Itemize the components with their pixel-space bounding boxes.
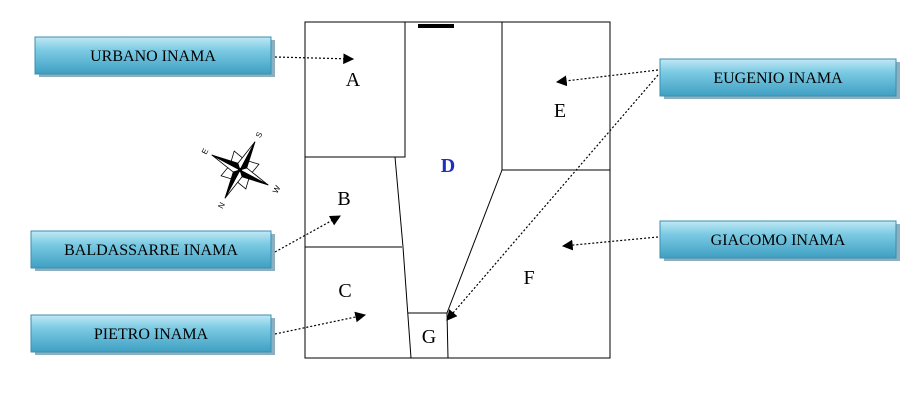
arrow-urbano-to-a bbox=[274, 53, 355, 65]
boundary-c-d bbox=[402, 246, 412, 359]
compass-rose-icon: E S W N bbox=[200, 130, 283, 211]
owner-name-pietro: PIETRO INAMA bbox=[94, 326, 209, 343]
owner-name-eugenio: EUGENIO INAMA bbox=[713, 70, 843, 87]
owner-label-baldassarre: BALDASSARRE INAMA bbox=[30, 230, 275, 271]
compass-label-s: S bbox=[254, 130, 264, 139]
arrow-pietro-to-c bbox=[274, 311, 367, 335]
owner-label-eugenio: EUGENIO INAMA bbox=[659, 58, 900, 99]
owner-name-giacomo: GIACOMO INAMA bbox=[711, 232, 846, 249]
owner-name-urbano: URBANO INAMA bbox=[90, 48, 216, 65]
compass-label-e: E bbox=[200, 147, 210, 156]
boundary-b-d bbox=[394, 156, 404, 248]
property-plan bbox=[304, 21, 611, 359]
lot-label-e: E bbox=[554, 100, 566, 122]
arrow-eugenio-to-g bbox=[446, 74, 659, 321]
lot-label-g: G bbox=[422, 326, 436, 348]
owner-label-urbano: URBANO INAMA bbox=[34, 36, 275, 77]
plan-top-marker bbox=[418, 24, 454, 28]
arrow-eugenio-to-e bbox=[555, 69, 659, 87]
boundary-a bbox=[305, 22, 406, 158]
lot-label-c: C bbox=[338, 280, 351, 302]
lot-label-b: B bbox=[337, 188, 350, 210]
lot-label-a: A bbox=[346, 69, 361, 91]
compass-label-n: N bbox=[216, 201, 227, 211]
plan-outline bbox=[304, 21, 611, 359]
lot-label-d: D bbox=[441, 155, 455, 177]
boundary-d-f bbox=[446, 169, 503, 314]
lot-label-f: F bbox=[523, 267, 534, 289]
owner-label-giacomo: GIACOMO INAMA bbox=[659, 220, 900, 261]
owner-label-pietro: PIETRO INAMA bbox=[30, 314, 275, 355]
compass-label-w: W bbox=[271, 184, 283, 195]
arrow-baldassarre-to-b bbox=[274, 215, 341, 253]
owner-name-baldassarre: BALDASSARRE INAMA bbox=[64, 242, 238, 259]
connector-arrows bbox=[274, 53, 659, 335]
